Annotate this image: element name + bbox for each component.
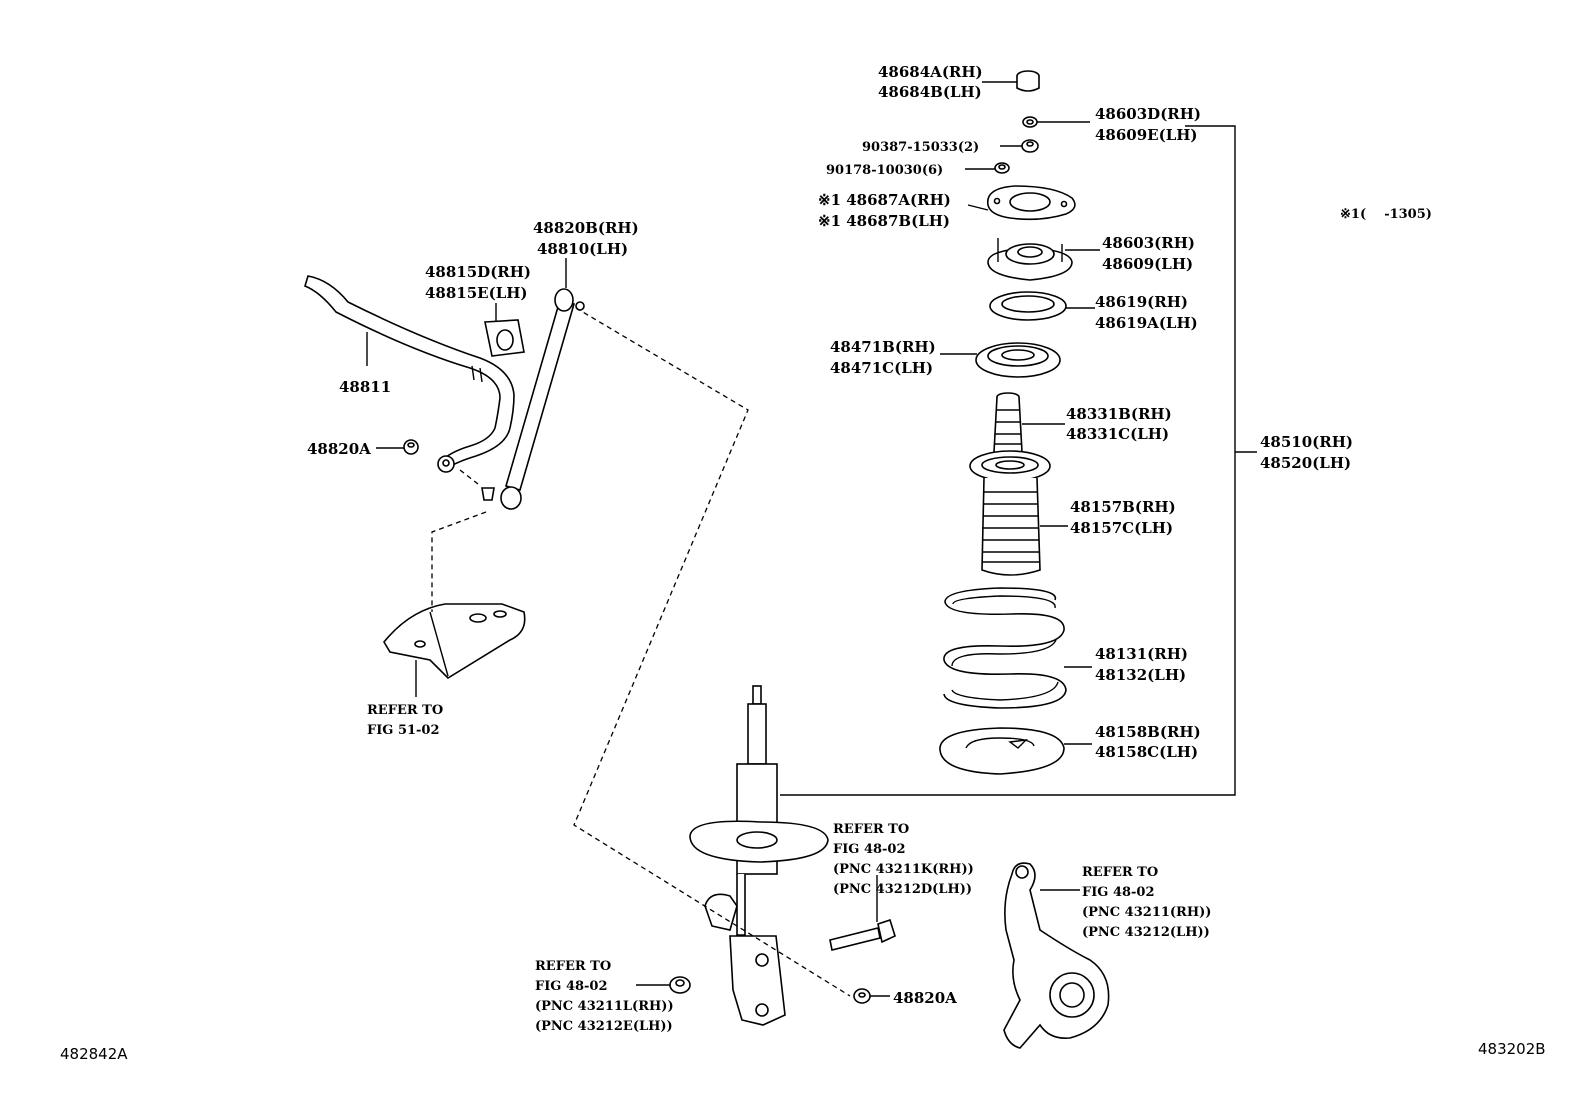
dashed-link-lower [431,511,487,612]
label-48331b: 48331B(RH) [1066,405,1172,423]
footnote-note: ※1( -1305) [1340,207,1432,222]
label-48510: 48510(RH) [1260,433,1353,451]
part-48603d-nut [1022,116,1038,128]
label-48158b: 48158B(RH) [1095,723,1201,741]
refer-51-line1: REFER TO [367,703,443,718]
label-48520: 48520(LH) [1260,454,1351,472]
part-48471-insulator [975,342,1061,378]
label-48619a: 48619A(LH) [1095,314,1198,332]
part-90387-washer [1021,139,1039,153]
refer-c-line4: (PNC 43212E(LH)) [535,1019,673,1034]
part-48820a-nut-upper [403,439,419,455]
leader-48687 [967,204,989,211]
label-48811: 48811 [339,378,391,396]
label-48471b: 48471B(RH) [830,338,936,356]
label-48815d: 48815D(RH) [425,263,531,281]
diagram-code-left: 482842A [60,1045,128,1063]
part-crossmember-bracket [383,603,526,680]
part-flange-nut [669,976,691,994]
refer-a-line2: FIG 48-02 [833,842,906,857]
label-90387: 90387-15033(2) [862,140,979,155]
label-48820a-upper: 48820A [307,440,371,458]
label-48471c: 48471C(LH) [830,359,933,377]
label-48684b: 48684B(LH) [878,83,982,101]
part-shock-absorber [689,685,829,1026]
part-steering-knuckle [1003,862,1110,1049]
label-48157b: 48157B(RH) [1070,498,1176,516]
part-48619-bearing [989,291,1067,321]
label-48609e: 48609E(LH) [1095,126,1198,144]
refer-a-line1: REFER TO [833,822,909,837]
part-48157-boot [969,450,1051,576]
refer-c-line2: FIG 48-02 [535,979,608,994]
refer-b-line1: REFER TO [1082,865,1158,880]
part-48131-coil-spring [943,587,1067,709]
label-48131: 48131(RH) [1095,645,1188,663]
part-48603-support [987,238,1073,281]
label-90178: 90178-10030(6) [826,163,943,178]
part-90178-nut [994,162,1010,174]
refer-51-line2: FIG 51-02 [367,723,440,738]
part-48820a-nut-lower [853,988,871,1004]
refer-b-line2: FIG 48-02 [1082,885,1155,900]
label-48687b: ※1 48687B(LH) [818,212,950,230]
assembly-bracket-48510 [780,125,1236,796]
part-48820b-stabilizer-link [481,288,585,510]
refer-a-line3: (PNC 43211K(RH)) [833,862,974,877]
label-48820b: 48820B(RH) [533,219,639,237]
part-48815-bushing [484,319,525,357]
label-48157c: 48157C(LH) [1070,519,1173,537]
label-48820a-lower: 48820A [893,989,957,1007]
part-48331-bump-stopper [993,392,1023,456]
label-48687a: ※1 48687A(RH) [818,191,951,209]
refer-a-line4: (PNC 43212D(LH)) [833,882,972,897]
part-washer-small [437,455,455,473]
label-48609: 48609(LH) [1102,255,1193,273]
label-48619: 48619(RH) [1095,293,1188,311]
diagram-code-right: 483202B [1478,1040,1546,1058]
label-48132: 48132(LH) [1095,666,1186,684]
label-48810: 48810(LH) [537,240,628,258]
refer-c-line3: (PNC 43211L(RH)) [535,999,674,1014]
refer-c-line1: REFER TO [535,959,611,974]
refer-b-line4: (PNC 43212(LH)) [1082,925,1210,940]
label-48331c: 48331C(LH) [1066,425,1169,443]
dashed-link-upper [573,307,851,997]
part-bolt [829,918,896,951]
part-48684-cap [1016,70,1040,92]
part-48687-plate [986,185,1076,221]
label-48603d: 48603D(RH) [1095,105,1201,123]
label-48158c: 48158C(LH) [1095,743,1198,761]
refer-b-line3: (PNC 43211(RH)) [1082,905,1211,920]
label-48603: 48603(RH) [1102,234,1195,252]
label-48684a: 48684A(RH) [878,63,983,81]
part-48158-lower-insulator [939,727,1065,775]
label-48815e: 48815E(LH) [425,284,528,302]
dashed-link-knuckle [459,469,479,485]
